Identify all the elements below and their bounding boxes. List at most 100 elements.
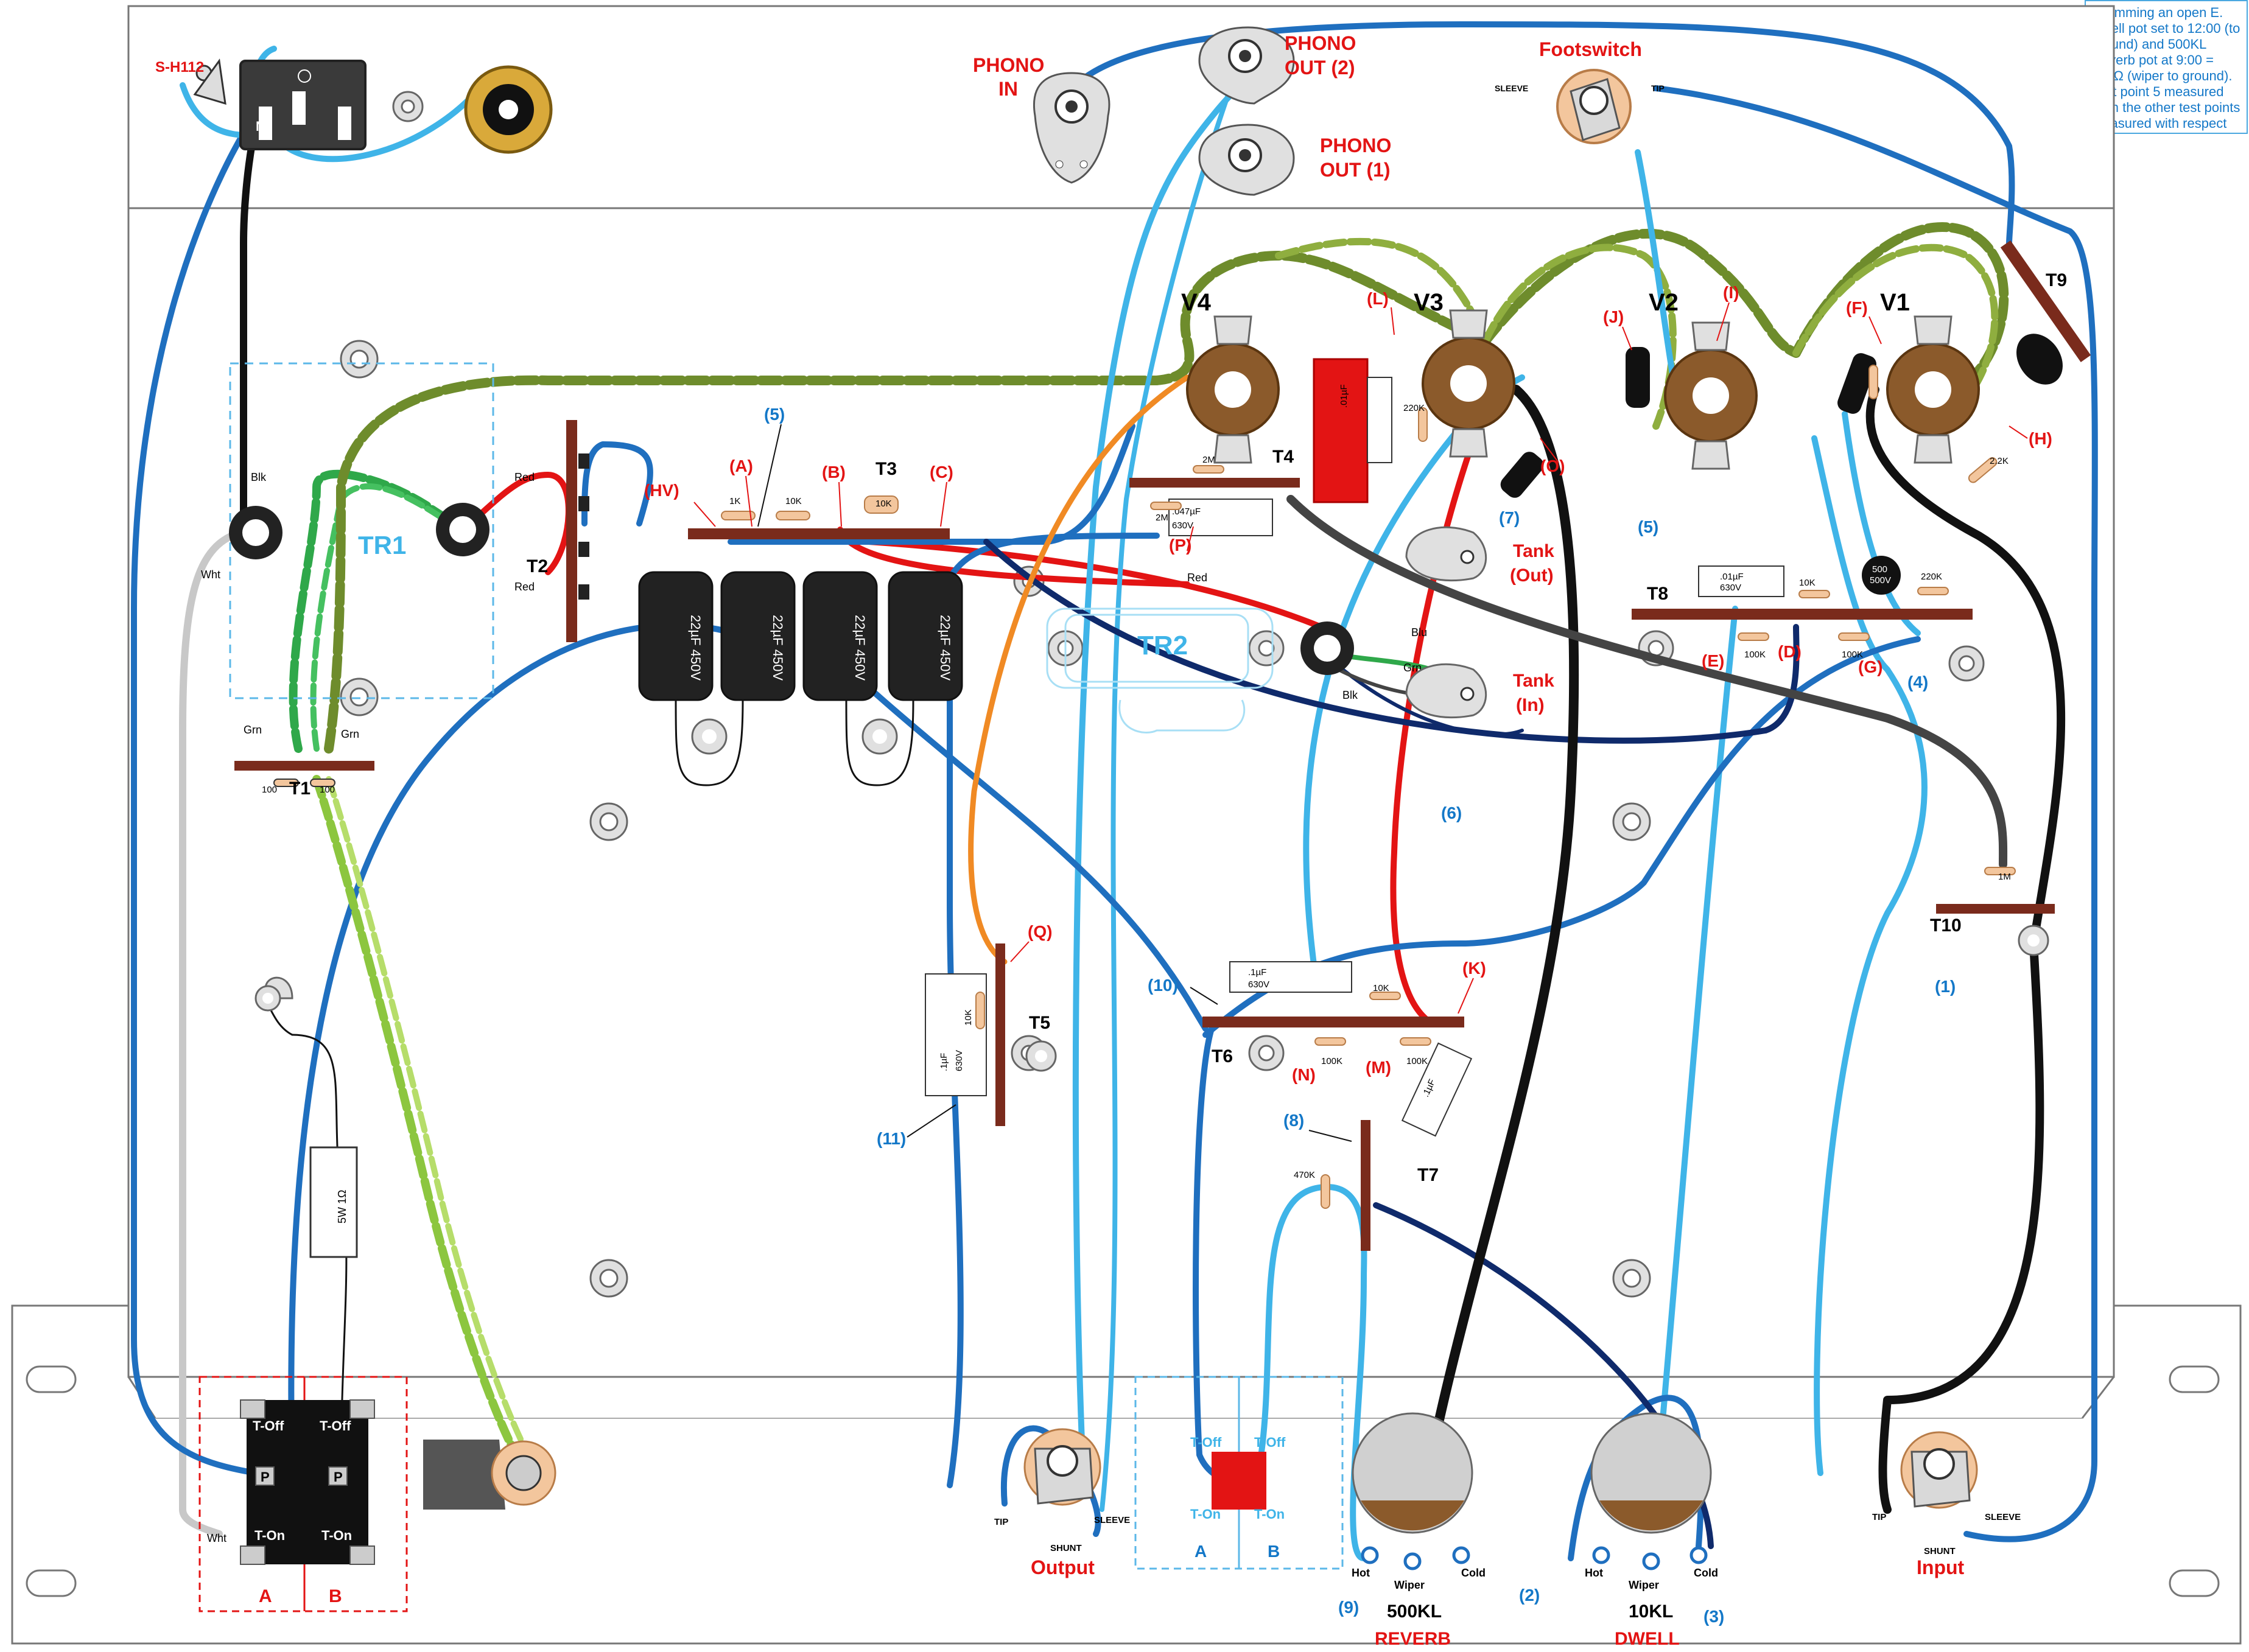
t4-label: T4: [1272, 447, 1294, 467]
reverb-cold-label: Cold: [1461, 1567, 1486, 1579]
t7-r470k: 470K: [1294, 1170, 1315, 1180]
t10-label: T10: [1930, 915, 1962, 936]
input-jack: TIP SLEEVE SHUNT Input: [1872, 1431, 2021, 1578]
red-test-points: (HV) (A) (B) (C) (P) (L) (O) (J) (I) (F)…: [644, 283, 2052, 1084]
tp-n: (N): [1292, 1065, 1316, 1084]
t5-label: T5: [1029, 1013, 1050, 1033]
phono-out1-label-1: PHONO: [1320, 135, 1391, 156]
t8-cap-500-volt: 500V: [1870, 575, 1891, 586]
reverb-switch-a-label: A: [1195, 1542, 1207, 1561]
switch-a-t-on: T-On: [254, 1528, 285, 1543]
switch-b-t-on: T-On: [321, 1528, 352, 1543]
t5-cap-value: .1µF: [939, 1053, 949, 1071]
resistor-5w-value: 5W 1Ω: [336, 1190, 348, 1223]
t4-r2m-a: 2M: [1202, 455, 1215, 465]
tp-c: (C): [930, 463, 953, 481]
tp-11: (11): [877, 1129, 906, 1148]
t6-r100k-a: 100K: [1321, 1056, 1342, 1066]
dwell-pot-value: 10KL: [1629, 1601, 1673, 1622]
reverb-pot: Hot Wiper Cold 500KL REVERB: [1352, 1412, 1486, 1649]
t8-cap-value: .01µF: [1720, 572, 1744, 582]
tp-d: (D): [1778, 642, 1802, 661]
tube-v4-label: V4: [1181, 289, 1212, 316]
t3-r10k-b: 10K: [875, 499, 892, 509]
wire-label-red-2: Red: [514, 581, 535, 593]
footswitch-sleeve-label: SLEEVE: [1495, 83, 1528, 93]
reverb-switch-b-t-on: T-On: [1254, 1507, 1285, 1522]
tp-3: (3): [1703, 1607, 1724, 1626]
grommets: [229, 503, 1354, 675]
chassis-main-panel: [127, 207, 2115, 1378]
chassis-front-panel: [11, 1304, 2242, 1645]
wire-label-blk: Blk: [251, 471, 267, 483]
t6-cap: [1229, 961, 1352, 993]
output-sleeve-label: SLEEVE: [1094, 1515, 1130, 1525]
svg-text:22µF 450V: 22µF 450V: [770, 615, 785, 681]
v1-r2-2k: 2.2K: [1990, 456, 2009, 466]
input-sleeve-label: SLEEVE: [1985, 1512, 2021, 1522]
phono-in-label-1: PHONO: [973, 54, 1044, 76]
rack-slot: [26, 1365, 77, 1393]
t3-r1k: 1K: [729, 496, 740, 506]
t5-r10k: 10K: [963, 1009, 974, 1026]
dwell-pot: Hot Wiper Cold 10KL DWELL: [1585, 1412, 1718, 1649]
tp-f: (F): [1846, 298, 1868, 317]
tube-v2: V2: [1649, 289, 1758, 470]
tp-5-top: (5): [764, 405, 785, 424]
tp-h: (H): [2029, 429, 2052, 448]
tube-v1: V1: [1880, 289, 1980, 464]
reverb-switch-a-t-on: T-On: [1190, 1507, 1221, 1522]
footswitch-jack: Footswitch SLEEVE TIP: [1495, 38, 1665, 144]
output-shunt-label: SHUNT: [1050, 1543, 1082, 1553]
tp-4: (4): [1907, 673, 1928, 691]
t8-label: T8: [1647, 584, 1668, 604]
tp-p: (P): [1169, 536, 1191, 555]
tp-l: (L): [1367, 289, 1389, 308]
dwell-pot-name: DWELL: [1615, 1629, 1680, 1649]
tp-b: (B): [822, 463, 846, 481]
t8-r100k-a: 100K: [1744, 649, 1766, 660]
tube-v4: V4: [1181, 289, 1280, 464]
t3-label: T3: [875, 459, 897, 479]
tp-e: (E): [1702, 651, 1724, 670]
s-h112-label: S-H112: [155, 59, 204, 75]
phono-in-jack: [1033, 72, 1110, 184]
v3-r220k: 220K: [1403, 403, 1425, 413]
dwell-wiper-label: Wiper: [1629, 1579, 1659, 1591]
t8-cap-volt: 630V: [1720, 583, 1741, 593]
switch-b-t-off: T-Off: [320, 1418, 351, 1433]
pilot-lamp: [423, 1440, 556, 1510]
t8-cap-500: [1862, 556, 1901, 595]
tank-out-label-2: (Out): [1510, 565, 1554, 586]
t8-cap-500-value: 500: [1872, 564, 1887, 575]
t7-cap: [1401, 1042, 1473, 1137]
footswitch-tip-label: TIP: [1651, 83, 1665, 93]
t8-r100k-b: 100K: [1842, 649, 1863, 660]
tube-v3: V3: [1414, 289, 1515, 458]
test-point-leaders: [693, 302, 2028, 1014]
red-cap-l: .01µF: [1313, 358, 1392, 503]
t6-cap-volt: 630V: [1248, 979, 1269, 990]
wire-label-wht: Wht: [201, 569, 220, 581]
reverb-hot-label: Hot: [1352, 1567, 1370, 1579]
t1-r100-b: 100: [320, 785, 335, 795]
tp-2: (2): [1519, 1586, 1540, 1605]
t5-cap-volt: 630V: [954, 1050, 964, 1071]
tube-v1-label: V1: [1880, 289, 1910, 316]
wire-label-grn-2: Grn: [244, 724, 262, 736]
svg-text:22µF 450V: 22µF 450V: [938, 615, 953, 681]
filter-caps: 22µF 450V 22µF 450V 22µF 450V 22µF 450V: [638, 571, 963, 786]
tp-6: (6): [1441, 803, 1462, 822]
wire-label-red-3: Red: [1187, 572, 1207, 584]
t8-r220k: 220K: [1921, 572, 1942, 582]
tp-7: (7): [1499, 508, 1520, 527]
phono-in-label-2: IN: [998, 78, 1018, 100]
reverb-switch-b-label: B: [1268, 1542, 1280, 1561]
output-label: Output: [1031, 1556, 1095, 1578]
tank-lugs: Tank (Out) Tank (In): [1405, 526, 1554, 719]
reverb-pot-name: REVERB: [1375, 1629, 1451, 1649]
tank-in-label-1: Tank: [1513, 671, 1554, 691]
t9-label: T9: [2046, 270, 2067, 290]
t2-label: T2: [527, 556, 548, 576]
phono-jacks: PHONO IN PHONO OUT (2) PHONO OUT (1): [973, 26, 1391, 196]
